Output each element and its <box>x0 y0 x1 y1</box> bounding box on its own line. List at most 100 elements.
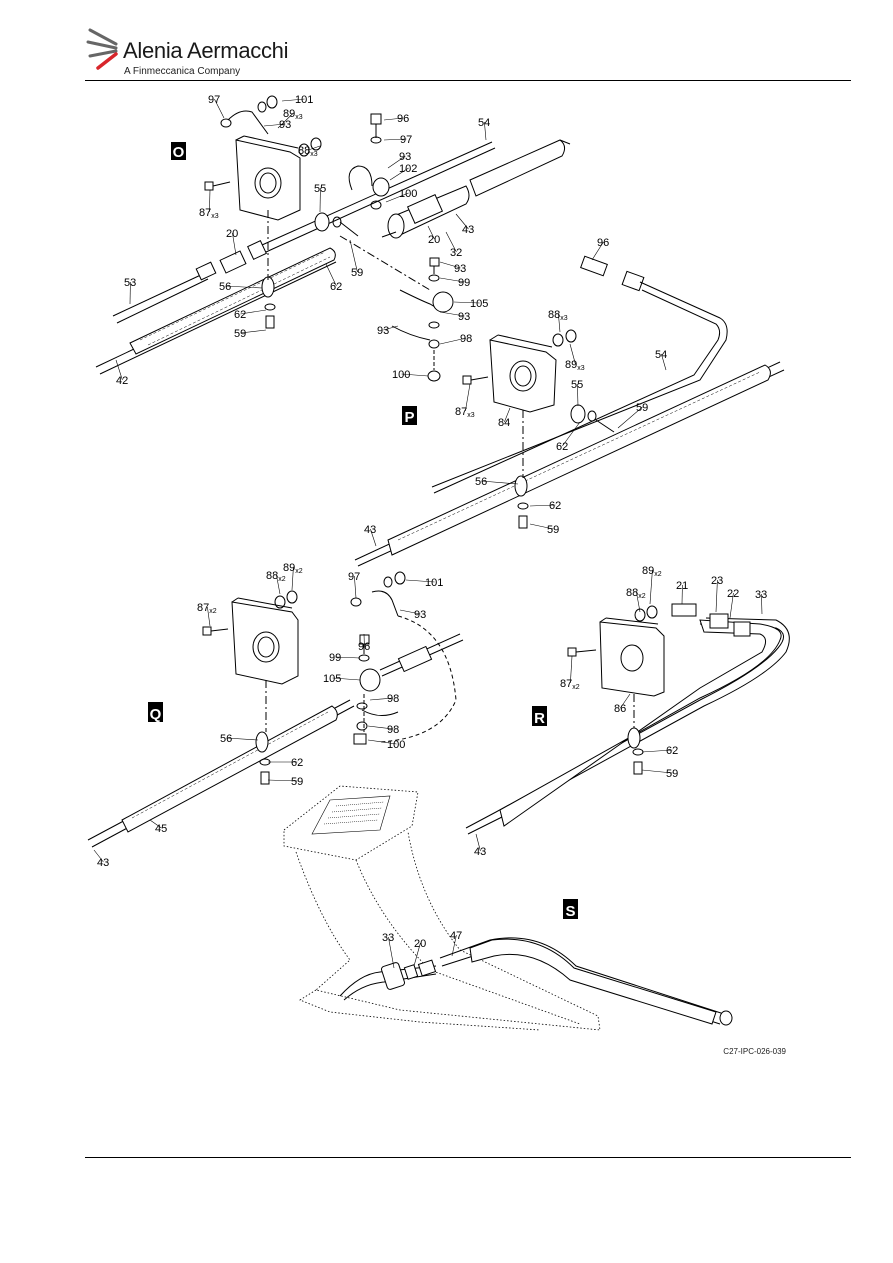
callout-leader <box>226 737 259 741</box>
callout-leader <box>641 769 673 774</box>
callout-o96: 96 <box>383 113 409 125</box>
view-p: P <box>354 255 785 567</box>
callout-leader <box>369 697 394 701</box>
callout-p87: 87x3 <box>455 383 475 419</box>
header-rule <box>85 80 851 81</box>
callout-o53: 53 <box>124 277 136 305</box>
callout-quantity: x2 <box>278 576 286 583</box>
mounting-bracket <box>599 617 665 697</box>
callout-p96: 96 <box>591 237 609 261</box>
callout-leader <box>481 480 519 485</box>
callout-p59a: 59 <box>617 402 648 429</box>
insulated-hose <box>465 617 790 835</box>
callout-leader <box>562 421 581 447</box>
callout-label: 105 <box>323 673 341 685</box>
callout-leader <box>281 98 305 102</box>
insulated-hose <box>95 247 337 375</box>
insulated-hose <box>354 361 785 567</box>
callout-label: 99 <box>329 652 341 664</box>
company-logo-icon <box>86 28 118 70</box>
callout-o100: 100 <box>385 188 417 203</box>
nut-washer-set <box>552 329 577 347</box>
mounting-bracket <box>235 135 301 221</box>
callout-o43: 43 <box>455 213 474 236</box>
callout-label: 59 <box>547 524 559 536</box>
callout-label: 88x3 <box>548 309 568 322</box>
callout-label: 53 <box>124 277 136 289</box>
callout-r21: 21 <box>676 580 688 605</box>
callout-leader <box>349 239 358 273</box>
callout-leader <box>207 606 211 627</box>
callout-label: 43 <box>97 857 109 869</box>
floor-structure <box>283 785 601 1031</box>
view-q: Q <box>87 571 464 848</box>
union-fitting <box>671 603 751 637</box>
callout-leader <box>661 353 667 371</box>
callout-quantity: x3 <box>295 114 303 121</box>
callout-leader <box>354 575 357 599</box>
callout-label: 97 <box>348 571 360 583</box>
callout-label: 21 <box>676 580 688 592</box>
callout-o42: 42 <box>115 359 128 387</box>
clamp <box>627 727 644 775</box>
view-s: S <box>283 785 733 1031</box>
callout-leader <box>267 779 298 782</box>
callout-leader <box>729 592 734 619</box>
callout-label: 54 <box>478 117 490 129</box>
nut-washer-set <box>634 605 658 622</box>
callout-label: 62 <box>666 745 678 757</box>
centerline <box>339 235 431 291</box>
callout-label: 47 <box>450 930 462 942</box>
callout-leader <box>570 655 573 684</box>
callout-o99: 99 <box>439 277 470 289</box>
callout-o101: 101 <box>281 94 313 106</box>
callout-p84: 84 <box>498 407 511 429</box>
callout-r33: 33 <box>755 589 767 615</box>
callout-leader <box>115 359 123 381</box>
drain-pipe <box>227 110 269 135</box>
callout-q56: 56 <box>220 733 259 745</box>
screw <box>204 181 231 191</box>
callout-o20b: 20 <box>427 225 440 246</box>
callout-label: 62 <box>549 500 561 512</box>
clamp <box>255 731 271 785</box>
callout-label: 56 <box>475 476 487 488</box>
callout-label: 20 <box>428 234 440 246</box>
callout-p88: 88x3 <box>548 309 568 333</box>
bolt <box>370 113 382 144</box>
union-fitting <box>580 255 645 292</box>
callout-q100: 100 <box>367 739 405 751</box>
callout-o59a: 59 <box>234 328 267 340</box>
callout-o62b: 62 <box>325 263 342 293</box>
callout-label: 102 <box>399 163 417 175</box>
callout-label: 100 <box>392 369 410 381</box>
callout-quantity: x3 <box>467 412 475 419</box>
callout-label: 56 <box>219 281 231 293</box>
callout-label: 62 <box>291 757 303 769</box>
callout-leader <box>617 406 643 429</box>
callout-leader <box>445 231 457 253</box>
callout-leader <box>451 934 457 957</box>
callout-q105: 105 <box>323 673 361 685</box>
callout-leader <box>761 593 763 615</box>
callout-q59: 59 <box>267 776 303 788</box>
callout-o93c: 93 <box>439 261 466 275</box>
callout-label: 33 <box>755 589 767 601</box>
mounting-bracket <box>489 334 557 413</box>
callout-o93d: 93 <box>439 311 470 323</box>
callout-p54: 54 <box>655 349 667 371</box>
callout-label: 93 <box>399 151 411 163</box>
clamp <box>261 276 276 329</box>
callout-label: 101 <box>425 577 443 589</box>
callout-p62b: 62 <box>529 500 561 512</box>
callout-o93b: 93 <box>387 151 411 169</box>
callout-leader <box>636 591 641 613</box>
callout-label: 59 <box>351 267 363 279</box>
callout-leader <box>387 155 406 169</box>
callout-leader <box>439 261 461 269</box>
callout-label: 100 <box>387 739 405 751</box>
callout-label: 105 <box>470 298 488 310</box>
view-o: O <box>95 95 571 382</box>
view-r: R <box>465 603 790 835</box>
callout-quantity: x2 <box>209 608 217 615</box>
